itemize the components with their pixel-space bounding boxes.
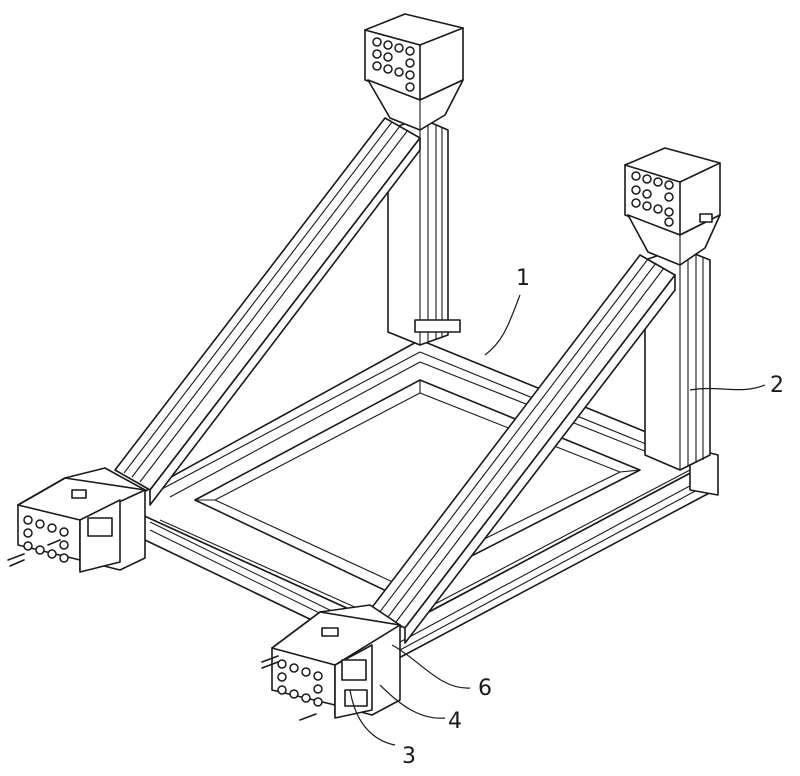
right-mounting-block bbox=[625, 148, 720, 265]
callout-label-1: 1 bbox=[516, 266, 530, 291]
callout-label-6: 6 bbox=[478, 676, 492, 701]
callout-label-4: 4 bbox=[448, 709, 462, 734]
right-foot-block bbox=[262, 605, 400, 720]
callout-label-2: 2 bbox=[770, 373, 784, 398]
callout-label-3: 3 bbox=[402, 744, 416, 769]
left-foot-block bbox=[8, 468, 145, 572]
rear-mounting-block bbox=[365, 14, 463, 130]
